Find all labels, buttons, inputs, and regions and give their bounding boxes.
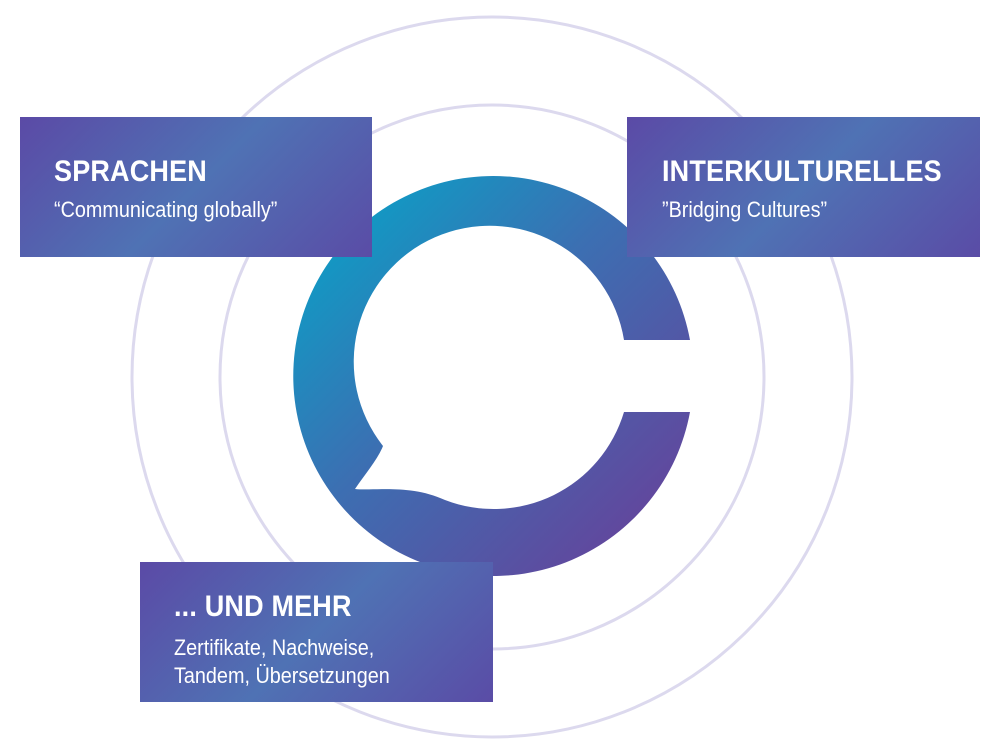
interkulturelles-card: INTERKULTURELLES ”Bridging Cultures”: [627, 117, 980, 257]
sprachen-subtitle: “Communicating globally”: [54, 197, 278, 222]
speech-bubble-logo-icon: [293, 175, 690, 577]
interkulturelles-subtitle: ”Bridging Cultures”: [662, 197, 828, 222]
und-mehr-card: ... UND MEHR Zertifikate, Nachweise, Tan…: [140, 562, 493, 702]
und-mehr-text: Zertifikate, Nachweise, Tandem, Übersetz…: [174, 634, 461, 690]
interkulturelles-title: INTERKULTURELLES: [662, 155, 942, 188]
outer-ring: [130, 15, 854, 739]
und-mehr-line: Zertifikate, Nachweise,: [174, 635, 375, 660]
sprachen-title: SPRACHEN: [54, 155, 207, 188]
sprachen-card: SPRACHEN “Communicating globally”: [20, 117, 372, 257]
und-mehr-title: ... UND MEHR: [174, 590, 352, 623]
und-mehr-line: Tandem, Übersetzungen: [174, 663, 390, 688]
